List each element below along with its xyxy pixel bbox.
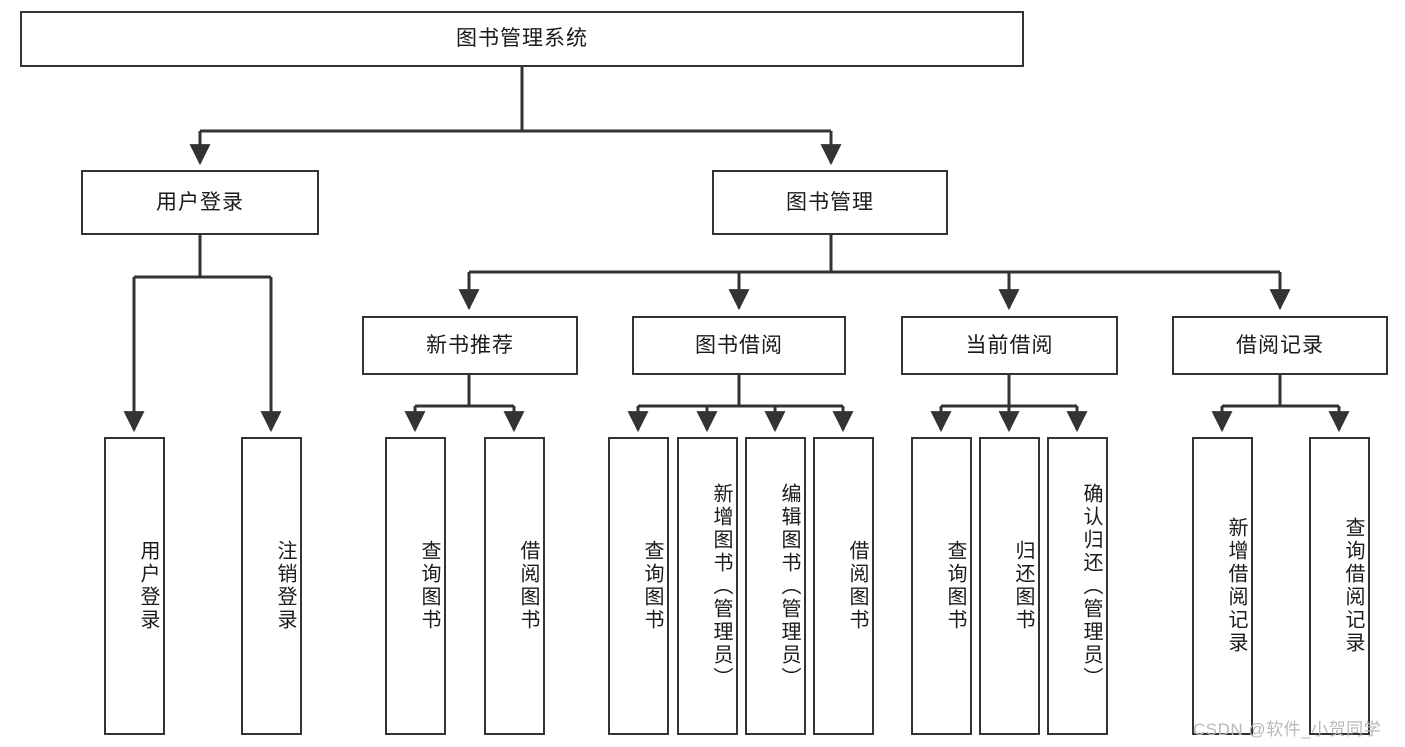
leaf-label: 注销登录 xyxy=(274,540,296,632)
node-borrow-record[interactable]: 借阅记录 xyxy=(1172,316,1388,375)
leaf-book-borrow-1[interactable]: 查询图书 xyxy=(608,437,669,735)
leaf-book-borrow-3[interactable]: 编辑图书（管理员） xyxy=(745,437,806,735)
leaf-label: 新增借阅记录 xyxy=(1225,517,1247,655)
node-book-borrow-label: 图书借阅 xyxy=(695,333,783,357)
leaf-current-borrow-2[interactable]: 归还图书 xyxy=(979,437,1040,735)
csdn-watermark: CSDN @软件_小贺同学 xyxy=(1193,720,1382,739)
leaf-borrow-record-1[interactable]: 新增借阅记录 xyxy=(1192,437,1253,735)
node-root[interactable]: 图书管理系统 xyxy=(20,11,1024,67)
leaf-label: 查询借阅记录 xyxy=(1342,517,1364,655)
leaf-label: 新增图书（管理员） xyxy=(710,482,732,690)
leaf-current-borrow-1[interactable]: 查询图书 xyxy=(911,437,972,735)
leaf-user-login-2[interactable]: 注销登录 xyxy=(241,437,302,735)
leaf-label: 查询图书 xyxy=(944,540,966,632)
node-current-borrow-label: 当前借阅 xyxy=(965,333,1054,357)
leaf-label: 编辑图书（管理员） xyxy=(778,482,800,690)
leaf-label: 确认归还（管理员） xyxy=(1080,482,1102,690)
leaf-book-borrow-4[interactable]: 借阅图书 xyxy=(813,437,874,735)
leaf-borrow-record-2[interactable]: 查询借阅记录 xyxy=(1309,437,1370,735)
leaf-label: 查询图书 xyxy=(641,540,663,632)
node-user-login[interactable]: 用户登录 xyxy=(81,170,319,235)
node-book-borrow[interactable]: 图书借阅 xyxy=(632,316,846,375)
leaf-user-login-1[interactable]: 用户登录 xyxy=(104,437,165,735)
leaf-label: 用户登录 xyxy=(137,540,159,632)
leaf-label: 查询图书 xyxy=(418,540,440,632)
node-borrow-record-label: 借阅记录 xyxy=(1236,333,1324,357)
node-user-login-label: 用户登录 xyxy=(156,190,244,214)
node-current-borrow[interactable]: 当前借阅 xyxy=(901,316,1118,375)
leaf-new-book-2[interactable]: 借阅图书 xyxy=(484,437,545,735)
leaf-label: 借阅图书 xyxy=(846,540,868,632)
leaf-current-borrow-3[interactable]: 确认归还（管理员） xyxy=(1047,437,1108,735)
leaf-new-book-1[interactable]: 查询图书 xyxy=(385,437,446,735)
leaf-label: 归还图书 xyxy=(1012,540,1034,632)
node-new-book-recommend-label: 新书推荐 xyxy=(426,333,514,357)
node-book-manage[interactable]: 图书管理 xyxy=(712,170,948,235)
node-book-manage-label: 图书管理 xyxy=(786,190,874,214)
node-root-label: 图书管理系统 xyxy=(456,27,588,51)
leaf-label: 借阅图书 xyxy=(517,540,539,632)
leaf-book-borrow-2[interactable]: 新增图书（管理员） xyxy=(677,437,738,735)
node-new-book-recommend[interactable]: 新书推荐 xyxy=(362,316,578,375)
